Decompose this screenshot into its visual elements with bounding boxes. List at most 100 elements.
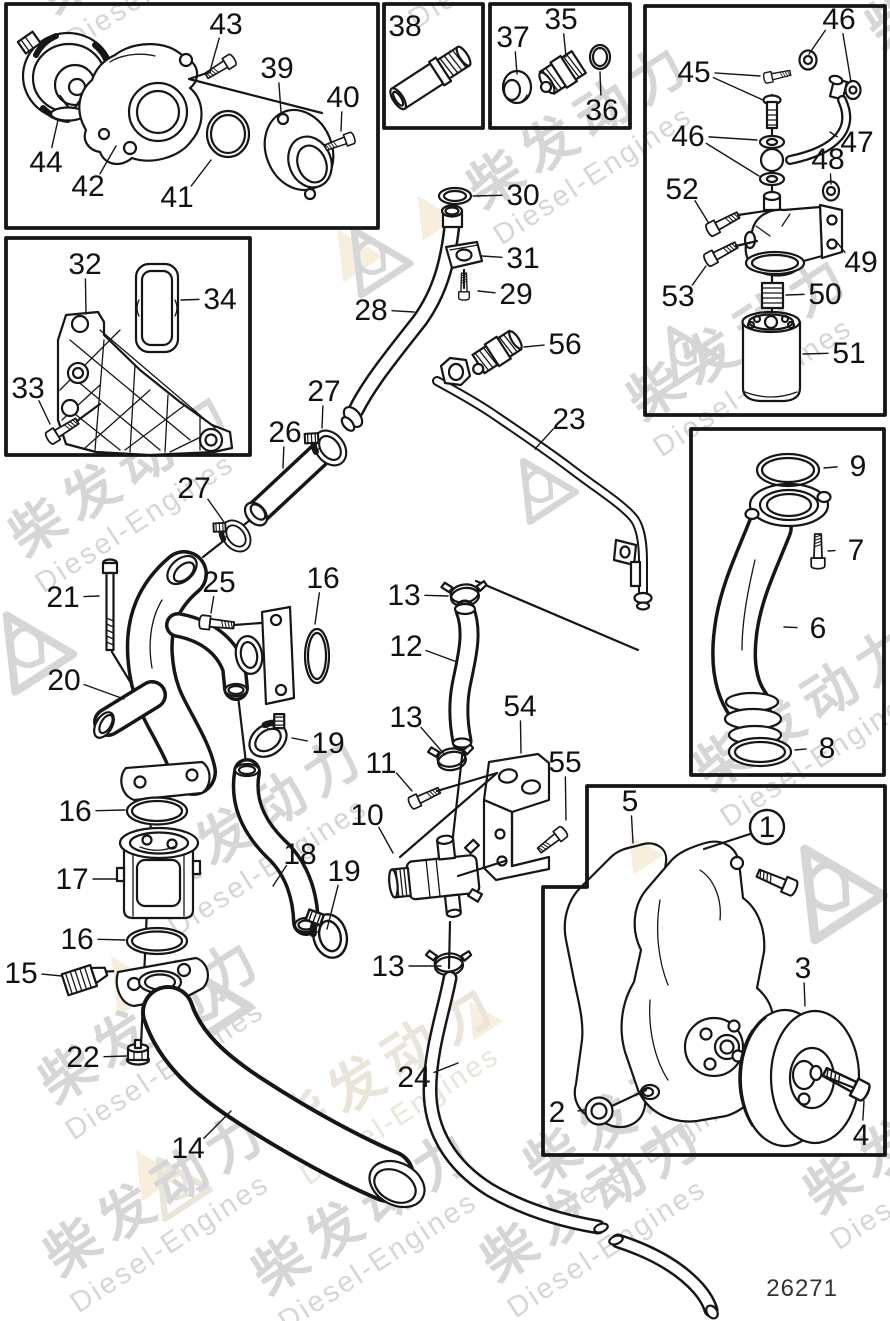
callout-label-28: 28 [354,294,387,327]
leader-line [38,400,51,425]
assembly-lines-front [75,70,854,1108]
callout-label-38: 38 [388,10,421,43]
leader-line [84,278,87,315]
callout-label-43: 43 [209,8,242,41]
leader-line [210,595,215,614]
callout-label-11: 11 [365,747,396,780]
leader-line [326,884,339,930]
callout-label-27: 27 [307,375,340,408]
part-16-o-ring [125,926,189,956]
part-3-pulley [738,1008,861,1148]
panel-nipple-38 [382,2,485,130]
leader-line [691,265,707,286]
leader-line [783,626,798,629]
part-52-bolt [703,208,743,239]
part-39-outlet-elbow [263,108,335,201]
leader-line [534,428,554,450]
callout-label-3: 3 [795,952,812,985]
leader-line [291,737,308,742]
callout-label-47: 47 [840,126,873,159]
accent-triangle [469,1001,504,1041]
part-11-bolt [406,783,443,811]
callout-label-37: 37 [496,21,529,54]
callout-label-39: 39 [260,52,293,85]
callout-label-18: 18 [283,838,316,871]
leader-line [424,594,449,597]
drawing-number: 26271 [766,1275,838,1302]
part-38-nipple [389,45,472,111]
leader-line [433,1062,459,1074]
part-28-pipe [340,204,464,432]
part-10-valve [388,834,484,918]
part-51-oil-filter [741,310,802,403]
leader-line [714,72,761,77]
leader-line [314,592,321,625]
part-43-bolt [202,52,239,83]
leader-line [514,51,518,75]
leader-line [340,111,343,132]
part-35-fitting [538,50,587,95]
leader-line [630,815,634,844]
leader-line [802,352,829,355]
leader-line [83,595,100,598]
leader-line [481,255,503,258]
part-34-gasket [134,262,180,354]
leader-line [395,772,413,792]
callout-label-19: 19 [327,855,360,888]
leader-line [99,145,117,175]
callout-label-16: 16 [58,795,91,828]
leader-line [829,131,839,138]
part-2-seal-ring [584,1096,614,1126]
leader-line [321,405,324,429]
part-24-hose [422,970,719,1320]
callout-label-45: 45 [677,56,710,89]
leader-line [272,864,288,887]
part-41-o-ring [205,109,251,159]
part-6-elbow-pipe [711,482,832,746]
part-36-o-ring [588,43,612,71]
leader-line [472,194,503,197]
callout-label-40: 40 [326,81,359,114]
callout-label-4: 4 [853,1119,870,1152]
leader-line [577,1109,585,1112]
leader-line [808,29,827,55]
leader-line [694,200,709,223]
callout-label-46: 46 [671,120,704,153]
leader-line [794,748,807,751]
part-13-clamp [426,739,478,775]
part-53-bolt [701,238,741,269]
callout-label-51: 51 [832,337,865,370]
leader-line [563,33,567,58]
callout-label-54: 54 [503,690,536,723]
leader-line [41,973,63,977]
panel-fittings-35-37 [488,2,632,130]
callout-label-7: 7 [848,534,865,567]
part-50-nipple [760,281,785,310]
leader-line [785,293,805,296]
callout-label-26: 26 [268,416,301,449]
diesel-engines-logo [666,325,721,387]
part-14-hose-pipe [141,985,426,1209]
panel-thermostat-group [4,2,380,230]
leader-line [523,344,545,348]
callout-label-9: 9 [850,450,867,483]
callout-label-17: 17 [55,863,88,896]
leader-line [203,1110,232,1139]
part-42-thermostat-housing [78,43,203,166]
part-45-banjo-bolts [762,67,793,130]
callout-label-29: 29 [499,278,532,311]
part-16-o-ring [303,627,331,685]
callout-label-14: 14 [171,1132,204,1165]
part-16-o-ring [125,796,189,826]
leader-line [180,298,200,301]
callout-label-55: 55 [548,746,581,779]
leader-line [705,142,760,177]
leader-line [835,240,846,254]
part-19-clamp [303,902,351,962]
leader-line [190,159,212,187]
part-47-hose [785,74,852,165]
